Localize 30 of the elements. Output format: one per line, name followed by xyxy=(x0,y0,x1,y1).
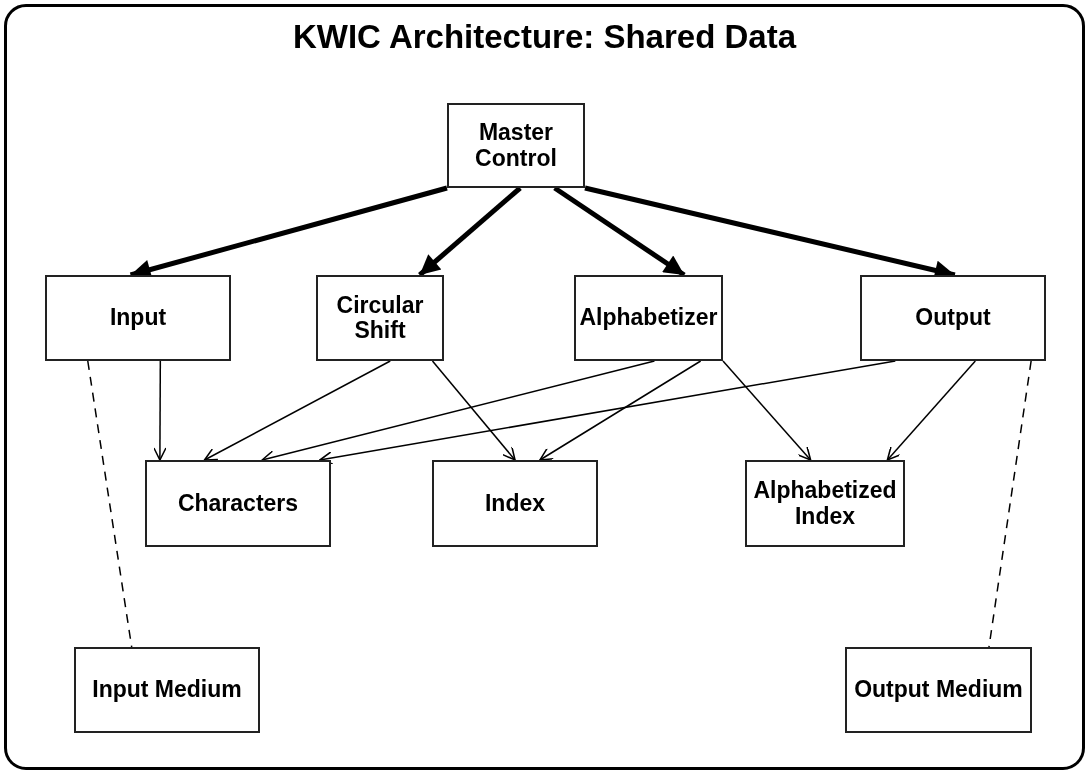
arrow xyxy=(722,360,812,461)
arrow xyxy=(153,360,167,461)
module-box xyxy=(574,275,723,361)
arrow xyxy=(203,360,391,461)
module-box xyxy=(145,460,331,547)
module-box xyxy=(45,275,231,361)
arrow xyxy=(886,360,977,461)
dashed-line xyxy=(988,360,1032,648)
module-label: Alphabetized Index xyxy=(752,478,898,529)
module-box xyxy=(447,103,585,188)
module-label: Master Control xyxy=(474,120,558,171)
module-label: Characters xyxy=(177,490,299,517)
module-label: Output Medium xyxy=(854,677,1023,703)
module-label: Alphabetizer xyxy=(579,305,718,331)
arrow xyxy=(418,186,522,277)
arrow xyxy=(431,360,516,461)
arrow xyxy=(539,360,702,461)
diagram-title: KWIC Architecture: Shared Data xyxy=(292,18,796,56)
module-box xyxy=(432,460,598,547)
module-label: Index xyxy=(484,490,546,517)
module-box xyxy=(74,647,260,733)
module-box xyxy=(860,275,1046,361)
module-box xyxy=(845,647,1032,733)
module-label: Input xyxy=(109,305,167,331)
module-label: Input Medium xyxy=(92,677,242,703)
dashed-line xyxy=(87,360,133,648)
module-label: Circular Shift xyxy=(335,292,425,344)
module-box xyxy=(316,275,444,361)
module-label: Output xyxy=(915,305,991,331)
module-box xyxy=(745,460,905,547)
